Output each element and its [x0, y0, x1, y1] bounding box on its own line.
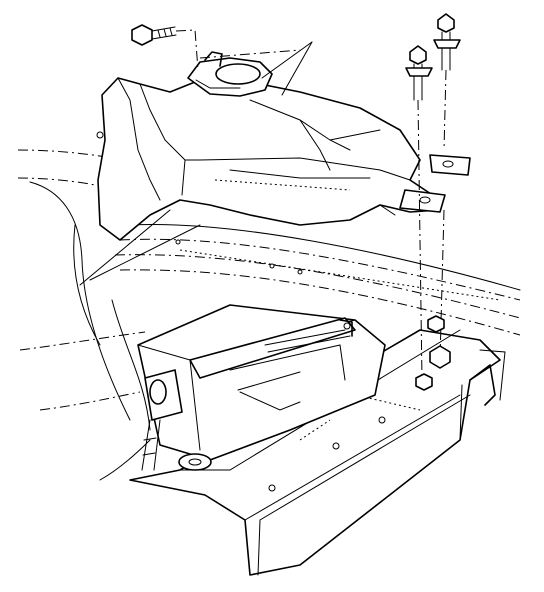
- reservoir-hold-down-bolt: [131, 24, 199, 71]
- electronic-control-module: [189, 317, 356, 379]
- reservoir-mounting-studs: [405, 13, 461, 391]
- leader-lines: [79, 41, 313, 286]
- coolant-recovery-reservoir: [96, 77, 471, 241]
- reservoir-cap: [187, 51, 273, 97]
- wiring-harness-connector: [141, 369, 212, 471]
